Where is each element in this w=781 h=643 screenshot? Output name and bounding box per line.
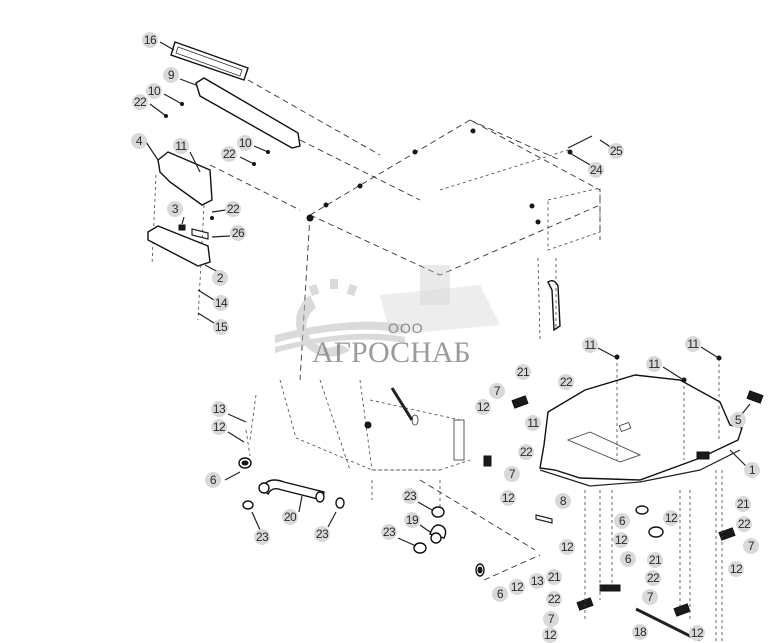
callout-part-12[interactable]: 12 xyxy=(663,510,679,526)
callout-part-15[interactable]: 15 xyxy=(213,319,229,335)
callout-part-12[interactable]: 12 xyxy=(559,539,575,555)
latch-bracket-part-4 xyxy=(145,141,301,321)
cab-roof-box xyxy=(299,119,613,381)
callout-part-14[interactable]: 14 xyxy=(213,295,229,311)
callout-part-10[interactable]: 10 xyxy=(146,83,162,99)
callout-part-22[interactable]: 22 xyxy=(221,146,237,162)
callout-part-12[interactable]: 12 xyxy=(509,579,525,595)
callout-part-11[interactable]: 11 xyxy=(582,337,598,353)
callout-part-11[interactable]: 11 xyxy=(646,356,662,372)
pipe-bracket-right xyxy=(537,257,561,341)
callout-part-23[interactable]: 23 xyxy=(402,488,418,504)
callout-part-12[interactable]: 12 xyxy=(613,532,629,548)
callout-part-6[interactable]: 6 xyxy=(205,472,221,488)
callout-part-2[interactable]: 2 xyxy=(212,270,228,286)
callout-part-21[interactable]: 21 xyxy=(735,496,751,512)
callout-part-16[interactable]: 16 xyxy=(142,32,158,48)
callout-part-19[interactable]: 19 xyxy=(404,512,420,528)
callout-part-21[interactable]: 21 xyxy=(515,364,531,380)
callout-part-22[interactable]: 22 xyxy=(546,591,562,607)
callout-part-22[interactable]: 22 xyxy=(225,201,241,217)
callout-part-12[interactable]: 12 xyxy=(500,490,516,506)
callout-part-24[interactable]: 24 xyxy=(588,162,604,178)
callout-part-21[interactable]: 21 xyxy=(647,552,663,568)
callout-part-4[interactable]: 4 xyxy=(131,133,147,149)
callout-part-12[interactable]: 12 xyxy=(728,561,744,577)
callout-part-7[interactable]: 7 xyxy=(743,538,759,554)
callout-part-22[interactable]: 22 xyxy=(518,444,534,460)
callout-part-22[interactable]: 22 xyxy=(736,516,752,532)
callout-part-5[interactable]: 5 xyxy=(730,412,746,428)
watermark-prefix: ООО xyxy=(388,320,424,336)
callout-part-23[interactable]: 23 xyxy=(254,529,270,545)
callout-part-3[interactable]: 3 xyxy=(167,201,183,217)
callout-part-22[interactable]: 22 xyxy=(132,94,148,110)
pipe-part-19 xyxy=(397,501,447,554)
callout-part-11[interactable]: 11 xyxy=(685,336,701,352)
callout-part-12[interactable]: 12 xyxy=(542,627,558,643)
callout-part-20[interactable]: 20 xyxy=(282,509,298,525)
callout-part-13[interactable]: 13 xyxy=(211,401,227,417)
hose-part-20 xyxy=(224,394,345,531)
callout-part-7[interactable]: 7 xyxy=(489,383,505,399)
screws-upper-left xyxy=(149,93,270,166)
callout-part-8[interactable]: 8 xyxy=(555,493,571,509)
callout-part-12[interactable]: 12 xyxy=(475,399,491,415)
callout-part-9[interactable]: 9 xyxy=(163,67,179,83)
callout-part-12[interactable]: 12 xyxy=(689,625,705,641)
callout-part-7[interactable]: 7 xyxy=(504,466,520,482)
callout-part-1[interactable]: 1 xyxy=(744,462,760,478)
callout-part-7[interactable]: 7 xyxy=(642,589,658,605)
callout-part-26[interactable]: 26 xyxy=(230,225,246,241)
callout-part-11[interactable]: 11 xyxy=(173,138,189,154)
callout-part-12[interactable]: 12 xyxy=(211,419,227,435)
handle-part-2 xyxy=(147,209,231,324)
callout-part-23[interactable]: 23 xyxy=(381,524,397,540)
callout-part-7[interactable]: 7 xyxy=(543,611,559,627)
callout-part-6[interactable]: 6 xyxy=(492,586,508,602)
watermark-brand-name: АГРОСНАБ xyxy=(312,336,471,369)
floor-panel-part-1 xyxy=(539,374,747,487)
callout-part-18[interactable]: 18 xyxy=(632,624,648,640)
callout-part-25[interactable]: 25 xyxy=(608,143,624,159)
callout-part-6[interactable]: 6 xyxy=(614,513,630,529)
callout-part-13[interactable]: 13 xyxy=(529,573,545,589)
callout-part-23[interactable]: 23 xyxy=(314,526,330,542)
bracket-part-9 xyxy=(179,77,421,201)
callout-part-21[interactable]: 21 xyxy=(546,569,562,585)
callout-part-22[interactable]: 22 xyxy=(645,570,661,586)
callout-part-6[interactable]: 6 xyxy=(620,551,636,567)
callout-part-11[interactable]: 11 xyxy=(525,415,541,431)
callout-part-22[interactable]: 22 xyxy=(558,374,574,390)
frame-part-16 xyxy=(159,41,249,81)
frame-structure xyxy=(279,379,471,510)
callout-part-10[interactable]: 10 xyxy=(237,135,253,151)
